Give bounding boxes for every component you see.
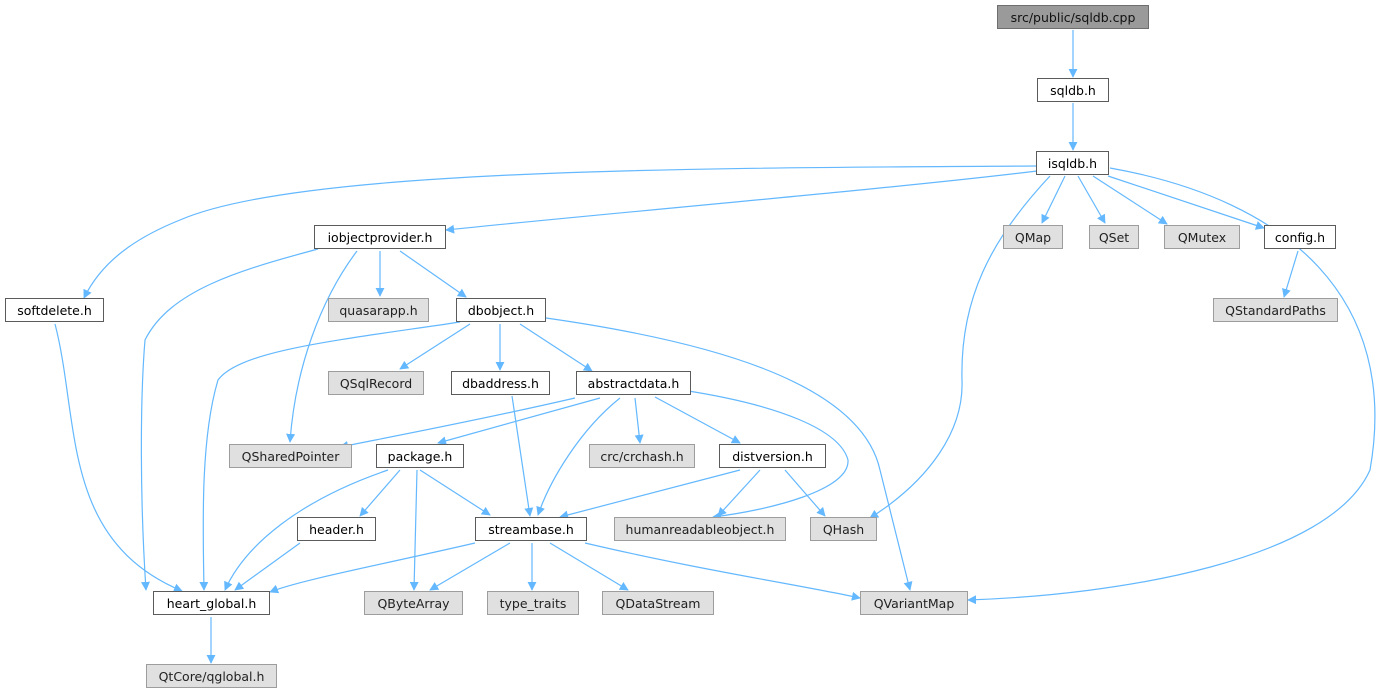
node-abstractdata-h[interactable]: abstractdata.h <box>576 371 691 395</box>
node-qsharedpointer[interactable]: QSharedPointer <box>229 444 352 468</box>
edge-isqldb-config <box>1107 175 1265 230</box>
edge-distversion-streambase <box>559 469 741 520</box>
edge-distversion-qhash <box>784 469 826 517</box>
edge-abstractdata-crchash <box>634 397 644 444</box>
node-qdatastream[interactable]: QDataStream <box>602 591 714 615</box>
edge-streambase-heart-global <box>269 542 476 594</box>
node-qset[interactable]: QSet <box>1089 225 1139 249</box>
edge-abstractdata-humanreadable <box>681 389 849 521</box>
edge-streambase-qvariantmap <box>584 542 861 601</box>
node-streambase-h[interactable]: streambase.h <box>475 517 587 541</box>
node-softdelete-h[interactable]: softdelete.h <box>5 298 104 322</box>
node-dbobject-h[interactable]: dbobject.h <box>456 298 546 322</box>
edge-streambase-qbytearray <box>429 542 511 591</box>
edge-abstractdata-streambase <box>536 397 621 516</box>
edge-iobjectprovider-qsharedpointer <box>286 250 358 443</box>
node-qvariantmap[interactable]: QVariantMap <box>860 591 968 615</box>
node-sqldb-h[interactable]: sqldb.h <box>1037 78 1109 102</box>
node-header-h[interactable]: header.h <box>297 517 376 541</box>
edge-dbaddress-streambase <box>511 395 534 517</box>
edge-header-heart-global <box>234 542 301 591</box>
edge-abstractdata-distversion <box>654 396 741 444</box>
edge-abstractdata-package <box>437 397 601 446</box>
node-heart-global-h[interactable]: heart_global.h <box>153 591 270 615</box>
node-dbaddress-h[interactable]: dbaddress.h <box>451 371 550 395</box>
edge-isqldb-softdelete <box>83 165 1038 299</box>
node-crc-crchash-h[interactable]: crc/crchash.h <box>589 444 695 468</box>
node-qstandardpaths[interactable]: QStandardPaths <box>1213 298 1338 322</box>
edge-streambase-qdatastream <box>549 542 629 591</box>
edge-abstractdata-qsharedpointer <box>339 397 576 450</box>
edge-dbobject-heart-global <box>199 321 461 591</box>
edge-isqldb-iobjectprovider <box>445 170 1038 234</box>
edge-isqldb-qmutex <box>1092 175 1168 225</box>
node-qhash[interactable]: QHash <box>810 517 877 541</box>
edge-softdelete-heart-global <box>54 323 183 593</box>
node-qbytearray[interactable]: QByteArray <box>364 591 463 615</box>
edge-dbobject-qsqlrecord <box>399 323 471 370</box>
node-isqldb-h[interactable]: isqldb.h <box>1036 151 1109 175</box>
edge-isqldb-qvariantmap <box>967 167 1376 605</box>
edge-config-qstandardpaths <box>1282 250 1299 298</box>
edge-package-header <box>359 469 401 517</box>
node-qmutex[interactable]: QMutex <box>1164 225 1240 249</box>
edge-package-qbytearray <box>409 469 419 591</box>
edge-dbobject-qvariantmap <box>545 317 913 591</box>
node-src-public-sqldb-cpp[interactable]: src/public/sqldb.cpp <box>997 5 1149 29</box>
edge-distversion-humanreadable <box>717 469 761 517</box>
edge-isqldb-qset <box>1077 175 1106 224</box>
edge-isqldb-qmap <box>1041 175 1066 224</box>
edge-package-heart-global <box>224 469 389 591</box>
node-quasarapp-h[interactable]: quasarapp.h <box>328 298 429 322</box>
edge-package-streambase <box>419 469 491 516</box>
edge-iobjectprovider-dbobject <box>399 250 467 298</box>
node-humanreadableobject-h[interactable]: humanreadableobject.h <box>614 517 786 541</box>
node-config-h[interactable]: config.h <box>1264 225 1336 249</box>
node-qsqlrecord[interactable]: QSqlRecord <box>328 371 424 395</box>
edge-dbobject-abstractdata <box>519 323 593 372</box>
edge-iobjectprovider-heart-global <box>140 248 319 591</box>
node-qmap[interactable]: QMap <box>1003 225 1063 249</box>
node-iobjectprovider-h[interactable]: iobjectprovider.h <box>314 225 446 249</box>
node-distversion-h[interactable]: distversion.h <box>719 444 826 468</box>
node-package-h[interactable]: package.h <box>376 444 464 468</box>
node-type-traits[interactable]: type_traits <box>487 591 579 615</box>
node-qtcore-qglobal-h[interactable]: QtCore/qglobal.h <box>146 664 277 688</box>
